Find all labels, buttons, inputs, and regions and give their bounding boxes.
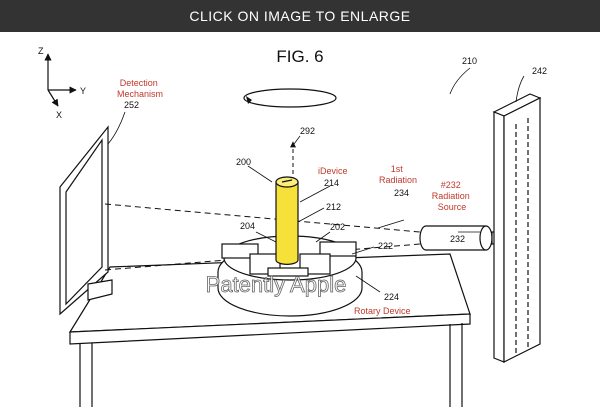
ref-210: 210 [462, 56, 477, 66]
support-column-drawing [492, 93, 542, 363]
svg-text:1st Radiation: 1st Radiation [379, 164, 417, 185]
ref-200: 200 [236, 157, 251, 167]
ref-252: 252 [124, 100, 139, 110]
ref-234: 234 [394, 188, 409, 198]
rotation-arrowhead-icon [246, 96, 252, 104]
axis-x-label: X [56, 110, 62, 120]
ref-214: 214 [324, 178, 339, 188]
figure-title: FIG. 6 [276, 47, 323, 66]
radiation-beams [104, 203, 421, 271]
detection-monitor-drawing [59, 125, 113, 316]
first-radiation-label-1: 1st [391, 164, 404, 174]
svg-text:#232 Radiation Sou: #232 Radiation Source [432, 180, 473, 212]
first-radiation-label-2: Radiation [379, 175, 417, 185]
enlarge-banner[interactable]: CLICK ON IMAGE TO ENLARGE [0, 0, 600, 32]
ref-224: 224 [384, 292, 399, 302]
detection-mechanism-label-2: Mechanism [117, 89, 163, 99]
rotary-device-label: Rotary Device [354, 306, 411, 316]
watermark: Patently Apple [206, 272, 347, 297]
ref-242: 242 [532, 66, 547, 76]
enlarge-banner-text: CLICK ON IMAGE TO ENLARGE [189, 8, 411, 24]
idevice-label: iDevice [318, 166, 348, 176]
detection-mechanism-label-1: Detection [120, 78, 158, 88]
axes-icon [44, 53, 77, 107]
idevice-drawing [275, 176, 299, 265]
leader-lines [107, 67, 525, 293]
ref-292: 292 [300, 126, 315, 136]
radiation-source-label-3: Source [438, 202, 467, 212]
ref-204: 204 [240, 221, 255, 231]
svg-text:Detection Mechanism: Detection Mechanism [117, 78, 163, 99]
axis-y-label: Y [80, 86, 86, 96]
ref-202: 202 [330, 222, 345, 232]
ref-212: 212 [326, 202, 341, 212]
ref-232: 232 [450, 234, 465, 244]
radiation-source-label-1: #232 [441, 180, 461, 190]
axis-z-label: Z [38, 46, 44, 56]
ref-222: 222 [378, 241, 393, 251]
rotation-arrow-icon [243, 88, 337, 108]
radiation-source-label-2: Radiation [432, 191, 470, 201]
patent-figure[interactable]: FIG. 6 Z Y X [0, 32, 600, 407]
